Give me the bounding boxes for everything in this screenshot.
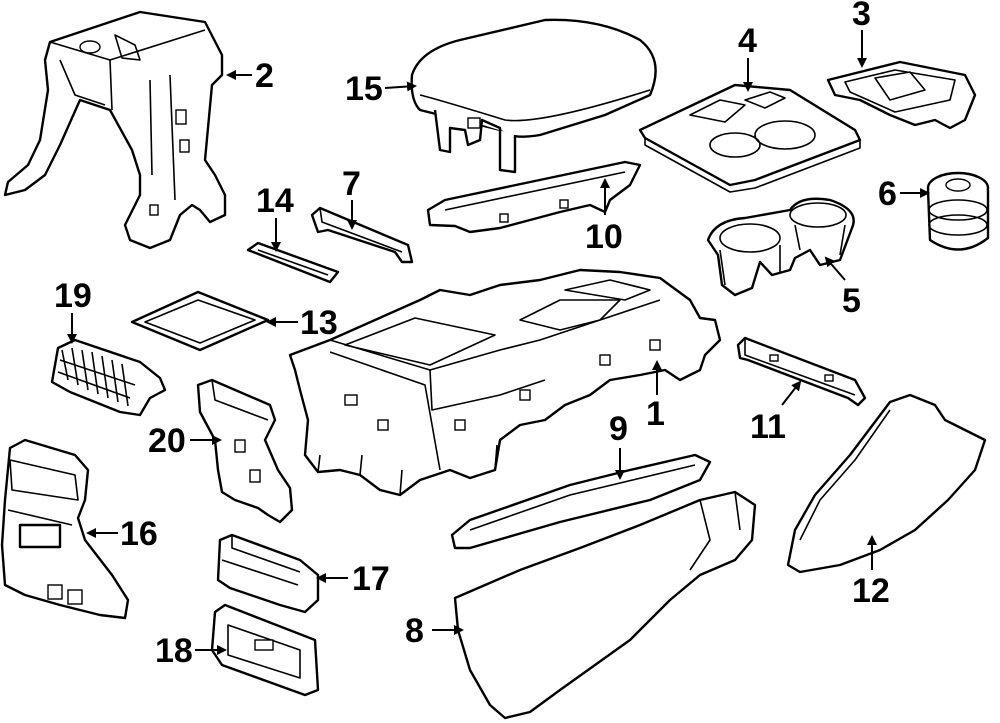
part-19-vent bbox=[50, 338, 167, 417]
callout-7: 7 bbox=[342, 165, 361, 203]
callout-6: 6 bbox=[878, 175, 897, 213]
part-10-bracket-rail bbox=[426, 160, 642, 234]
leader-5 bbox=[824, 256, 846, 281]
leader-15 bbox=[384, 81, 417, 92]
part-2-shifter-bracket bbox=[3, 10, 227, 250]
part-20-side-bracket bbox=[196, 378, 294, 524]
part-13-storage-mat bbox=[130, 290, 270, 352]
part-8-left-side-panel bbox=[453, 490, 757, 720]
part-6-cupholder-insert bbox=[926, 171, 990, 251]
part-18-bezel bbox=[210, 603, 320, 697]
callout-11: 11 bbox=[750, 408, 786, 446]
callout-4: 4 bbox=[738, 22, 757, 60]
callout-2: 2 bbox=[255, 57, 274, 95]
part-5-cupholder bbox=[706, 197, 855, 297]
callout-15: 15 bbox=[345, 70, 383, 108]
callout-18: 18 bbox=[155, 632, 193, 670]
part-4-cupholder-bezel bbox=[638, 83, 862, 193]
callout-8: 8 bbox=[405, 612, 424, 650]
callout-12: 12 bbox=[852, 572, 890, 610]
part-17-lower-trim bbox=[216, 533, 320, 614]
callout-labels: 2 15 4 3 6 7 14 10 5 19 13 1 11 20 9 16 … bbox=[54, 0, 897, 670]
part-14-mat-strip bbox=[246, 241, 340, 284]
leader-11 bbox=[781, 380, 802, 406]
part-12-right-side-panel bbox=[786, 393, 987, 574]
callout-10: 10 bbox=[585, 218, 623, 256]
callout-16: 16 bbox=[120, 515, 158, 553]
part-9-side-trim bbox=[450, 453, 712, 550]
callout-14: 14 bbox=[256, 182, 294, 220]
part-7-trim-strip bbox=[310, 206, 414, 264]
callout-19: 19 bbox=[54, 277, 92, 315]
callout-1: 1 bbox=[646, 395, 665, 433]
leader-lines bbox=[67, 30, 930, 655]
callout-9: 9 bbox=[609, 410, 628, 448]
part-1-console-body bbox=[288, 268, 722, 497]
part-16-rear-panel bbox=[0, 438, 130, 620]
part-15-armrest-lid bbox=[410, 18, 657, 174]
part-3-trim-plate bbox=[826, 60, 977, 130]
callout-13: 13 bbox=[300, 304, 338, 342]
callout-17: 17 bbox=[352, 560, 390, 598]
callout-3: 3 bbox=[852, 0, 871, 33]
callout-20: 20 bbox=[148, 422, 186, 460]
callout-5: 5 bbox=[842, 282, 861, 320]
part-11-bracket bbox=[736, 336, 867, 407]
